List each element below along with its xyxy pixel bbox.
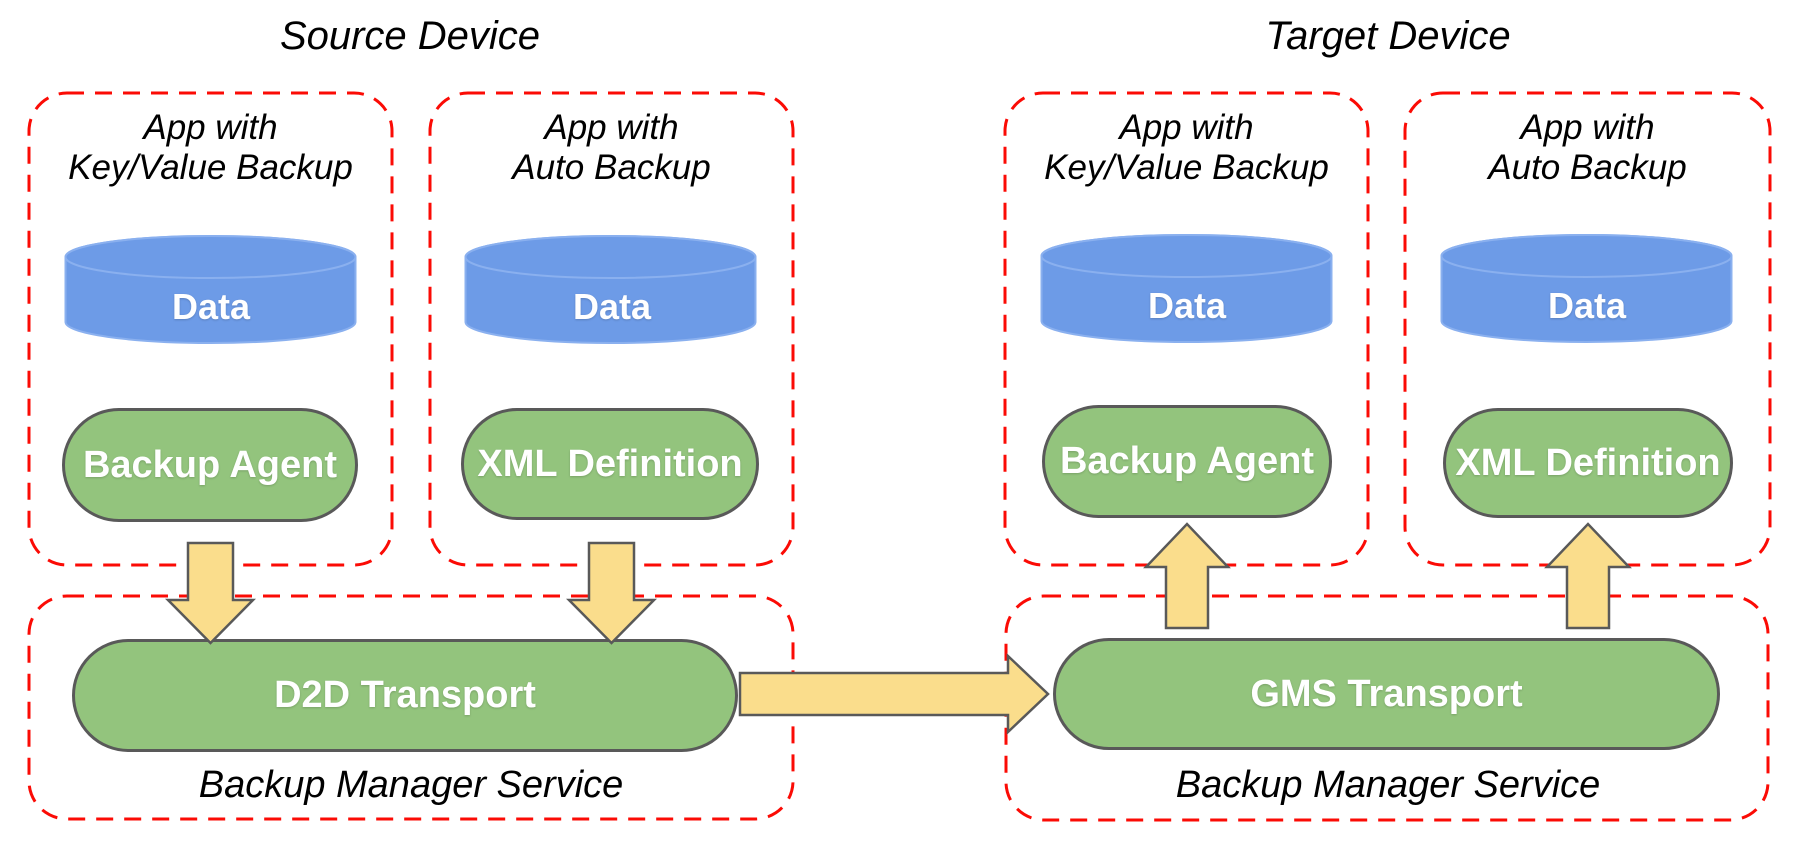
target-device-title: Target Device: [1265, 14, 1511, 58]
app-label-line1: App with: [143, 108, 278, 147]
source-keyvalue-app-boundary-box: [27, 91, 394, 567]
target-keyvalue-app-boundary-box: [1003, 91, 1370, 567]
app-label-line1: App with: [1119, 108, 1254, 147]
source-backup-manager-service-label: Backup Manager Service: [198, 764, 624, 806]
target-keyvalue-data-label: Data: [1147, 285, 1227, 326]
source-keyvalue-data-cylinder-icon: [64, 235, 357, 344]
source-xml-definition-pill: XML Definition: [461, 408, 759, 520]
target-keyvalue-app-label: App with Key/Value Backup: [1006, 108, 1367, 188]
app-label-line2: Key/Value Backup: [68, 148, 353, 187]
d2d-transport-pill: D2D Transport: [72, 639, 738, 752]
target-auto-app-label: App with Auto Backup: [1407, 108, 1768, 188]
source-auto-app-boundary-box: [428, 91, 795, 567]
target-auto-data-cylinder-icon: [1440, 234, 1733, 343]
app-label-line2: Auto Backup: [512, 148, 711, 187]
app-label-line1: App with: [1520, 108, 1655, 147]
source-auto-app-label: App with Auto Backup: [431, 108, 792, 188]
target-auto-data-label: Data: [1547, 285, 1627, 326]
app-label-line2: Key/Value Backup: [1044, 148, 1329, 187]
gms-transport-pill: GMS Transport: [1053, 638, 1720, 750]
source-device-title: Source Device: [279, 14, 541, 58]
target-keyvalue-data-cylinder-icon: [1040, 234, 1333, 343]
app-label-line1: App with: [544, 108, 679, 147]
target-xml-definition-pill: XML Definition: [1443, 408, 1733, 518]
source-keyvalue-data-label: Data: [171, 286, 251, 327]
app-label-line2: Auto Backup: [1488, 148, 1687, 187]
target-backup-manager-service-label: Backup Manager Service: [1175, 764, 1601, 806]
source-keyvalue-app-label: App with Key/Value Backup: [30, 108, 391, 188]
source-backup-agent-pill: Backup Agent: [62, 408, 358, 522]
target-auto-app-boundary-box: [1403, 91, 1772, 567]
target-backup-agent-pill: Backup Agent: [1042, 405, 1332, 518]
source-auto-data-label: Data: [572, 286, 652, 327]
source-auto-data-cylinder-icon: [464, 235, 757, 344]
